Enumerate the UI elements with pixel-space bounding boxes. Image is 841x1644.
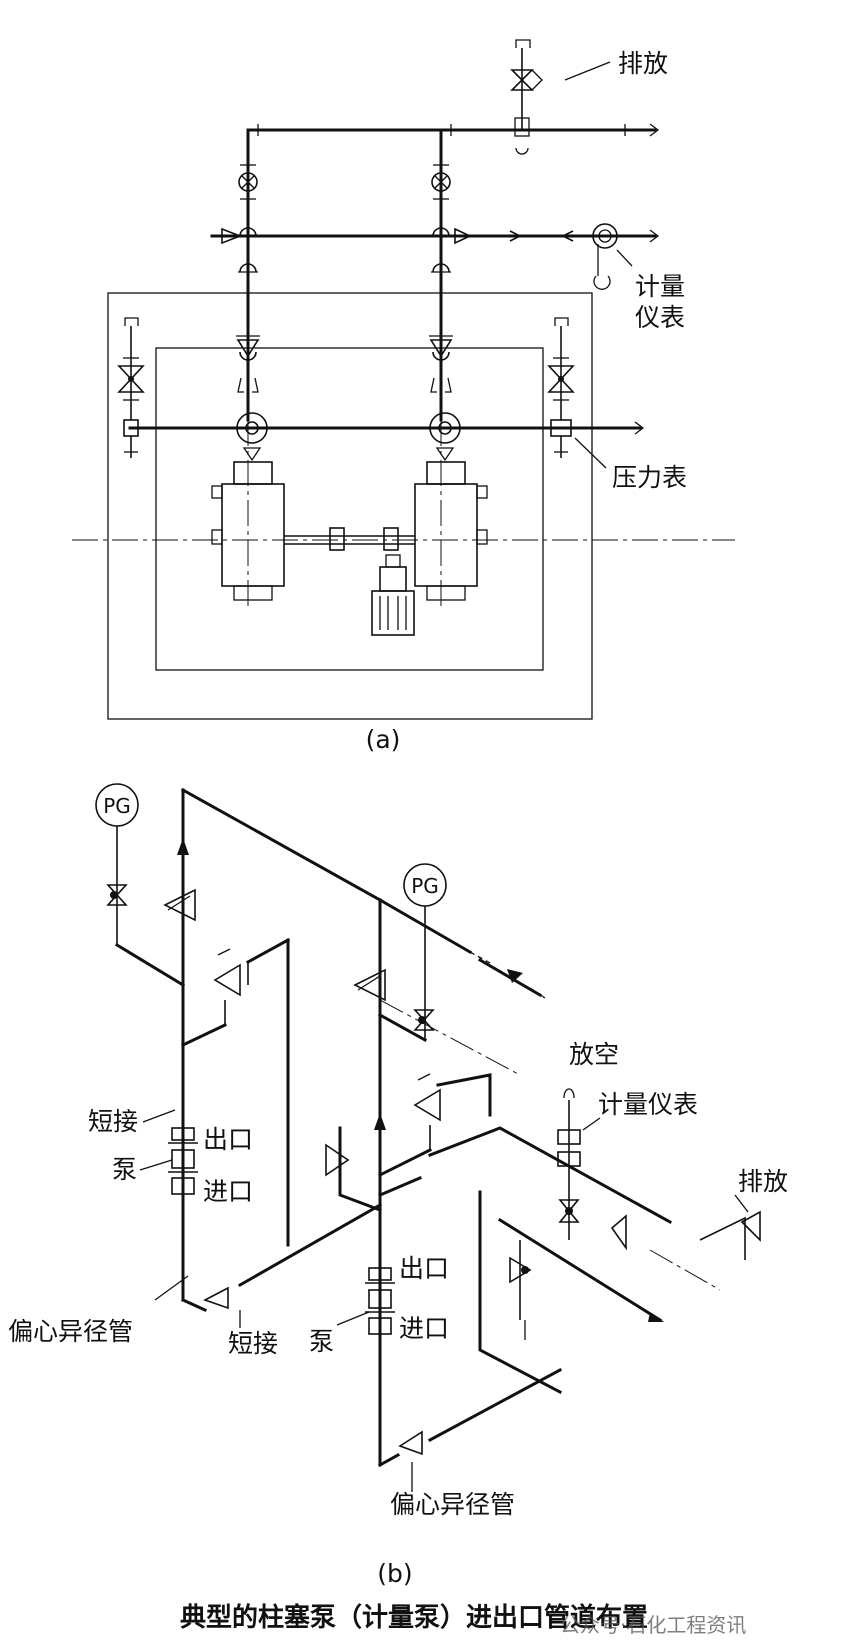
label-spool-left: 短接 xyxy=(88,1107,138,1136)
pump-body-1 xyxy=(211,461,285,601)
caption-a: (a) xyxy=(366,725,401,754)
label-inlet-right: 进口 xyxy=(399,1314,449,1343)
eccentric-reducer-left xyxy=(202,1286,229,1310)
check-valve-b1 xyxy=(163,888,196,922)
label-outlet-right: 出口 xyxy=(399,1254,449,1283)
pg-gauge-left: PG xyxy=(95,783,186,988)
drain-valve-top xyxy=(510,39,543,155)
label-reducer-left: 偏心异径管 xyxy=(8,1317,133,1346)
label-pump-right: 泵 xyxy=(309,1327,334,1356)
check-valve-b3 xyxy=(413,1073,441,1122)
pump-head-2 xyxy=(429,412,461,462)
check-valve-b4 xyxy=(213,948,241,997)
label-outlet-left: 出口 xyxy=(203,1125,253,1154)
outer-frame xyxy=(107,292,593,720)
watermark: 公众号·石化工程资讯 xyxy=(560,1613,746,1637)
metering-column xyxy=(557,1088,581,1240)
svg-text:PG: PG xyxy=(411,874,439,898)
pg-gauge-right: PG xyxy=(377,863,447,1043)
svg-text:PG: PG xyxy=(103,794,131,818)
label-vent: 放空 xyxy=(569,1040,619,1069)
pump-body-2 xyxy=(414,461,488,601)
figure-title: 典型的柱塞泵（计量泵）进出口管道布置 xyxy=(180,1602,648,1633)
isolation-valve-1 xyxy=(238,164,258,200)
check-valve-b2 xyxy=(353,968,386,1002)
vent-valve-left xyxy=(117,317,145,420)
label-meter-b: 计量仪表 xyxy=(598,1090,698,1119)
caption-b: (b) xyxy=(377,1559,412,1588)
label-meter-line1: 计量 xyxy=(635,272,685,301)
drain-valve-b xyxy=(699,1194,761,1260)
inner-frame xyxy=(155,347,544,671)
label-inlet-left: 进口 xyxy=(203,1177,253,1206)
diagram-a: 排放 计量 仪表 xyxy=(72,39,735,754)
diagram-b: PG PG xyxy=(8,783,788,1588)
label-pressure-gauge: 压力表 xyxy=(612,463,687,492)
vent-valve-right xyxy=(547,317,575,420)
eccentric-reducer-right xyxy=(398,1430,423,1456)
suction-header xyxy=(428,1126,673,1225)
label-reducer-right: 偏心异径管 xyxy=(390,1490,515,1519)
label-drain-b: 排放 xyxy=(738,1167,788,1196)
pump-symbol-left xyxy=(168,1127,198,1195)
meter-gauge-symbol xyxy=(592,223,618,290)
isolation-valve-2 xyxy=(431,164,451,200)
left-suction-line xyxy=(237,1202,383,1288)
pump-head-1 xyxy=(236,412,268,462)
label-drain-a: 排放 xyxy=(618,49,668,78)
motor xyxy=(371,554,415,636)
pump-symbol-right xyxy=(365,1267,395,1335)
label-pump-left: 泵 xyxy=(112,1155,137,1184)
label-spool-bottom: 短接 xyxy=(228,1329,278,1358)
label-meter-line2: 仪表 xyxy=(635,303,685,332)
cross-header-upper xyxy=(180,787,383,903)
